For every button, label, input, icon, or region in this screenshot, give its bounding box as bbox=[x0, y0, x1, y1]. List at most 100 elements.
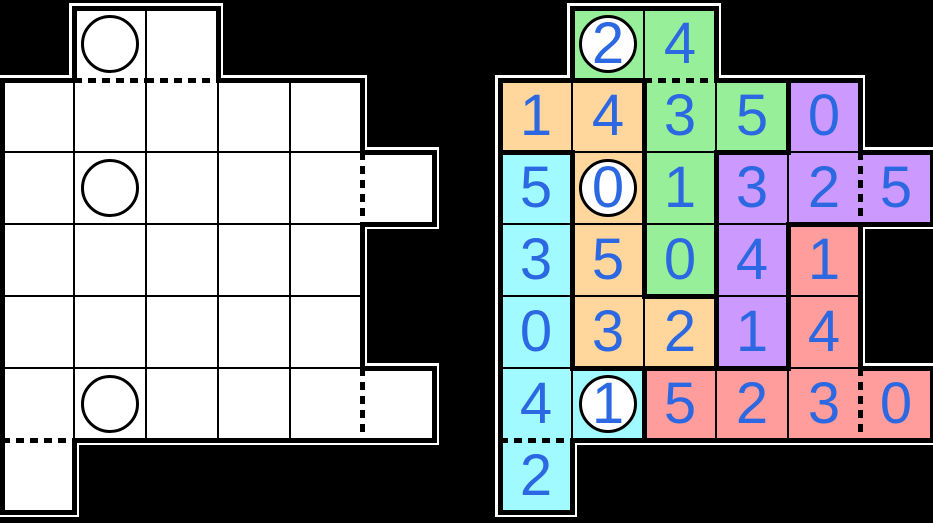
region-border bbox=[713, 221, 719, 299]
outer-border bbox=[569, 5, 575, 83]
outer-border bbox=[857, 221, 933, 227]
outer-border bbox=[0, 221, 5, 299]
cell-r5c4 bbox=[290, 368, 362, 440]
cell-r5c2: 5 bbox=[644, 368, 716, 440]
cell-r2c0: 5 bbox=[500, 152, 572, 224]
grid-line bbox=[2, 223, 74, 225]
grid-line bbox=[289, 224, 291, 296]
cell-value: 5 bbox=[735, 83, 769, 148]
cell-value: 2 bbox=[663, 299, 697, 364]
cell-r0c1 bbox=[74, 8, 146, 80]
grid-line bbox=[218, 223, 290, 225]
grid-line bbox=[217, 152, 219, 224]
grid-line bbox=[290, 223, 362, 225]
outer-border bbox=[497, 77, 575, 83]
dotted-edge bbox=[857, 152, 863, 224]
dotted-edge bbox=[359, 368, 365, 440]
outer-border bbox=[713, 437, 791, 443]
cell-r2c5: 5 bbox=[860, 152, 932, 224]
cell-r2c3: 3 bbox=[716, 152, 788, 224]
cell-r2c3 bbox=[218, 152, 290, 224]
cell-r5c2 bbox=[146, 368, 218, 440]
grid-line bbox=[572, 223, 644, 225]
grid-line bbox=[715, 368, 717, 440]
grid-line bbox=[145, 80, 147, 152]
cell-r0c2: 4 bbox=[644, 8, 716, 80]
cell-r4c1 bbox=[74, 296, 146, 368]
grid-line bbox=[788, 151, 860, 153]
grid-line bbox=[716, 295, 788, 297]
grid-line bbox=[2, 151, 74, 153]
grid-line bbox=[500, 367, 572, 369]
cell-value: 2 bbox=[519, 443, 553, 508]
cell-r2c4 bbox=[290, 152, 362, 224]
grid-line bbox=[145, 368, 147, 440]
cell-r5c1: 1 bbox=[572, 368, 644, 440]
outer-border bbox=[0, 509, 77, 515]
region-border bbox=[641, 77, 647, 155]
cell-value: 3 bbox=[591, 299, 625, 364]
circle-marker bbox=[81, 159, 139, 217]
grid-line bbox=[146, 295, 218, 297]
grid-line bbox=[217, 368, 219, 440]
outer-border bbox=[215, 77, 293, 83]
cell-r1c3: 5 bbox=[716, 80, 788, 152]
cell-r1c1 bbox=[74, 80, 146, 152]
outer-border bbox=[497, 221, 503, 299]
cell-value: 0 bbox=[591, 155, 625, 220]
region-border bbox=[713, 149, 719, 227]
cell-value: 5 bbox=[879, 155, 913, 220]
cell-value: 4 bbox=[663, 11, 697, 76]
cell-value: 1 bbox=[807, 227, 841, 292]
outer-border bbox=[929, 149, 933, 227]
outer-border bbox=[359, 437, 437, 443]
grid-line bbox=[73, 296, 75, 368]
outer-border bbox=[0, 77, 77, 83]
region-border bbox=[569, 77, 647, 83]
outer-border bbox=[0, 437, 5, 515]
grid-line bbox=[572, 151, 644, 153]
grid-line bbox=[643, 8, 645, 80]
grid-line bbox=[74, 223, 146, 225]
grid-line bbox=[73, 224, 75, 296]
outer-border bbox=[215, 5, 221, 83]
grid-line bbox=[572, 295, 644, 297]
cell-value: 3 bbox=[663, 83, 697, 148]
cell-r1c0 bbox=[2, 80, 74, 152]
outer-border bbox=[497, 77, 503, 155]
cell-r1c1: 4 bbox=[572, 80, 644, 152]
cell-value: 2 bbox=[735, 371, 769, 436]
dotted-edge bbox=[359, 152, 365, 224]
grid-line bbox=[218, 367, 290, 369]
cell-value: 4 bbox=[735, 227, 769, 292]
outer-border bbox=[71, 5, 77, 83]
grid-line bbox=[217, 224, 219, 296]
cell-r2c1 bbox=[74, 152, 146, 224]
outer-border bbox=[857, 221, 863, 299]
outer-border bbox=[929, 365, 933, 443]
cell-value: 3 bbox=[807, 371, 841, 436]
grid-line bbox=[74, 295, 146, 297]
cell-value: 1 bbox=[591, 371, 625, 436]
cell-value: 5 bbox=[663, 371, 697, 436]
cell-r3c2: 0 bbox=[644, 224, 716, 296]
grid-line bbox=[73, 152, 75, 224]
grid-line bbox=[643, 296, 645, 368]
grid-line bbox=[217, 296, 219, 368]
grid-line bbox=[571, 368, 573, 440]
region-border bbox=[785, 221, 791, 299]
cell-r6c0: 2 bbox=[500, 440, 572, 512]
region-border bbox=[785, 293, 791, 371]
cell-r2c4: 2 bbox=[788, 152, 860, 224]
region-border bbox=[713, 365, 791, 371]
cell-value: 1 bbox=[519, 83, 553, 148]
cell-value: 5 bbox=[591, 227, 625, 292]
grid-line bbox=[500, 223, 572, 225]
cell-r3c4 bbox=[290, 224, 362, 296]
outer-border bbox=[215, 437, 293, 443]
cell-r4c3: 1 bbox=[716, 296, 788, 368]
dotted-edge bbox=[74, 77, 146, 83]
cell-r5c5 bbox=[362, 368, 434, 440]
outer-border bbox=[359, 77, 365, 155]
cell-r3c4: 1 bbox=[788, 224, 860, 296]
